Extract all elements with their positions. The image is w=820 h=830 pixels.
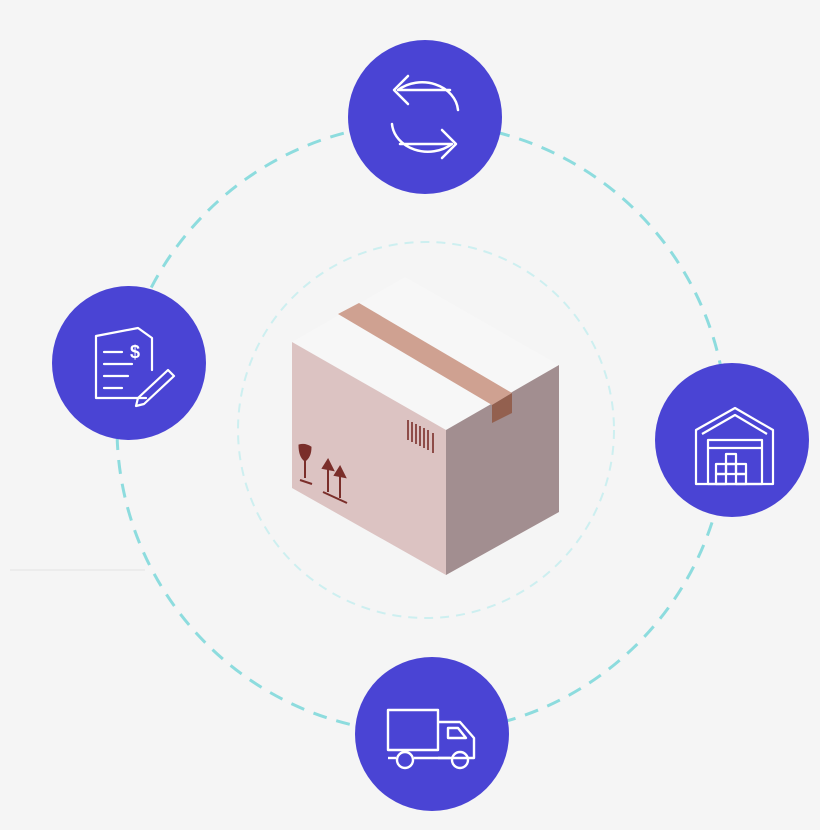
- tape-side: [492, 393, 512, 423]
- inner-dashed-ring: [237, 241, 615, 619]
- sync-node[interactable]: [348, 40, 502, 194]
- invoice-node[interactable]: $: [52, 286, 206, 440]
- barcode-icon: [407, 420, 434, 453]
- delivery-truck-icon: [386, 708, 476, 770]
- this-side-up-icon: [321, 457, 348, 504]
- invoice-dollar-pencil-icon: $: [94, 326, 176, 408]
- truck-node[interactable]: [355, 657, 509, 811]
- tape: [338, 303, 512, 405]
- svg-text:$: $: [130, 342, 140, 362]
- cardboard-box-icon: [292, 277, 559, 575]
- warehouse-node[interactable]: [655, 363, 809, 517]
- box-left-face: [292, 342, 446, 575]
- fragile-glass-icon: [298, 443, 313, 485]
- box-right-face: [446, 365, 559, 575]
- warehouse-icon: [694, 406, 775, 486]
- sync-arrows-icon: [390, 74, 460, 160]
